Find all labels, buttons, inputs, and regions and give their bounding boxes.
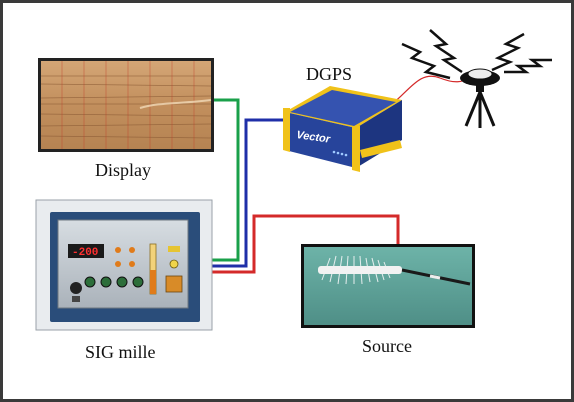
signal-bolt-icons xyxy=(401,29,552,80)
receiver-brand: Vector xyxy=(296,129,332,146)
sig-mille-label: SIG mille xyxy=(85,342,156,362)
panel-readout: -200 xyxy=(72,247,98,259)
dgps-receiver: Vector xyxy=(283,86,402,172)
sig-mille-panel: -200 xyxy=(35,199,213,331)
dgps-label: DGPS xyxy=(306,64,352,84)
signal-bolt-top-icon xyxy=(429,29,463,74)
display-image xyxy=(38,58,214,152)
signal-bolt-far-right-icon xyxy=(504,58,552,74)
signal-bolt-left-icon xyxy=(401,42,451,80)
red-wire xyxy=(212,214,400,274)
display-label: Display xyxy=(95,160,151,180)
signal-bolt-right-icon xyxy=(491,32,525,72)
antenna-icon xyxy=(460,68,500,128)
source-label: Source xyxy=(362,336,412,356)
source-image xyxy=(301,244,475,328)
blue-wire xyxy=(212,118,288,268)
green-wire xyxy=(212,98,240,262)
connection-wires xyxy=(212,75,471,274)
